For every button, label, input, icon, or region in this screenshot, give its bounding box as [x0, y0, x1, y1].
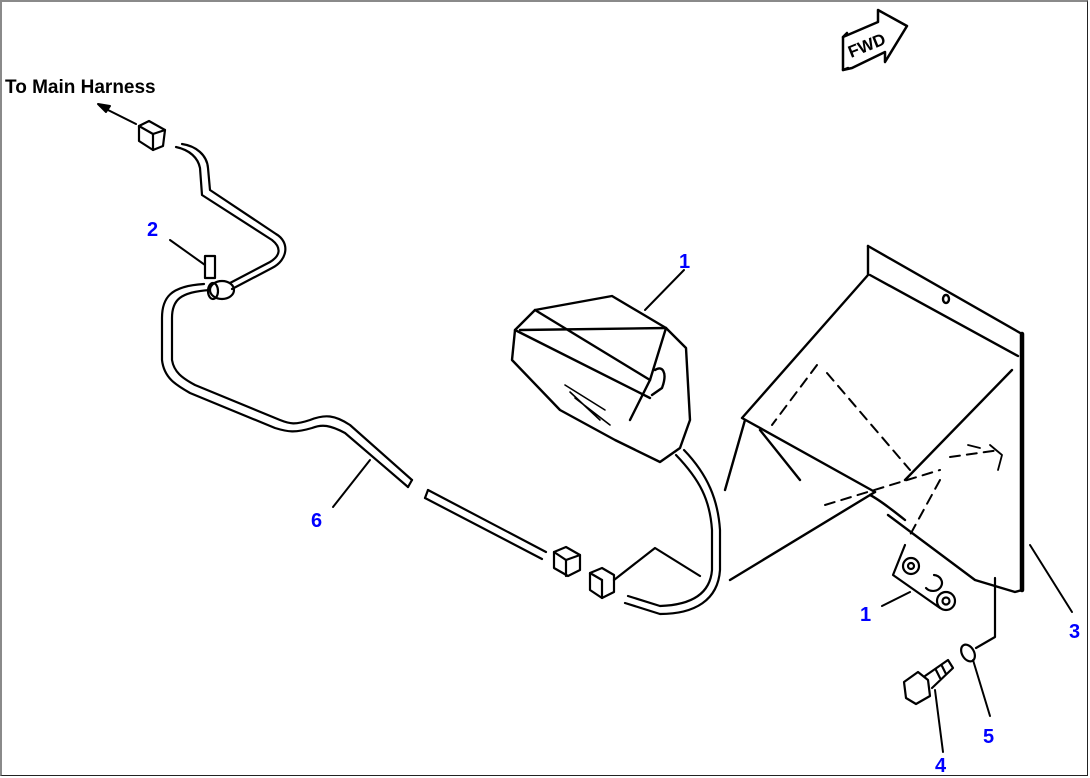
callout-5: 5 [983, 726, 994, 748]
nut-washer-set [891, 543, 957, 612]
lamp-cable [612, 448, 722, 616]
bolt [902, 658, 955, 706]
callout-6: 6 [311, 510, 322, 532]
callout-3: 3 [1069, 621, 1080, 643]
callout-1-lamp: 1 [679, 251, 690, 273]
callout-1-fasteners: 1 [860, 604, 871, 626]
callout-2: 2 [147, 219, 158, 241]
harness-caption: To Main Harness [5, 77, 156, 98]
harness-clip [203, 254, 236, 301]
mounting-bracket [723, 244, 1025, 594]
lamp-assembly [510, 294, 692, 464]
harness-connector-bottom [552, 545, 616, 600]
callout-4: 4 [935, 755, 947, 777]
fwd-direction-icon: FWD [841, 8, 909, 72]
to-harness-arrow-icon [97, 103, 137, 125]
harness-connector-top [137, 119, 167, 152]
callout-leaders [169, 239, 1073, 753]
wiring-harness [160, 142, 548, 561]
washer [960, 576, 997, 663]
